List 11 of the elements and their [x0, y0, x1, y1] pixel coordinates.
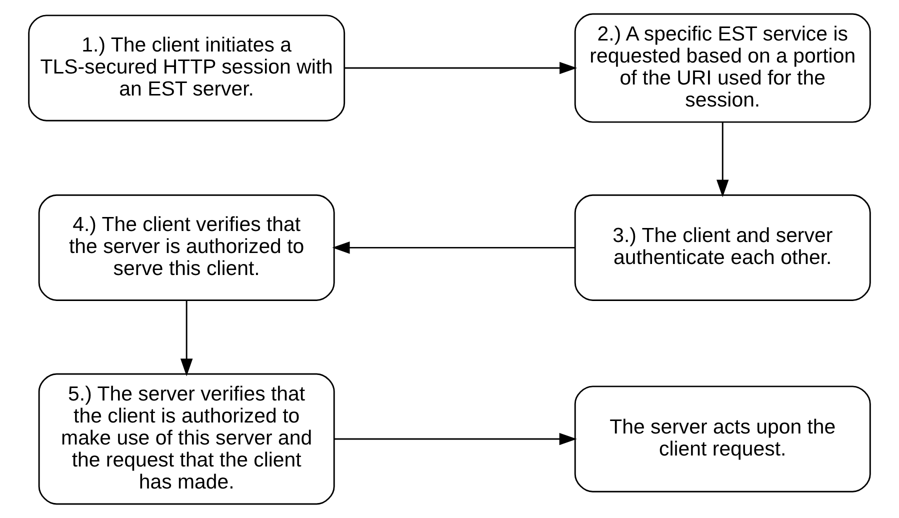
node-box: 1.) The client initiates a TLS-secured HTTP session with an EST server.: [28, 14, 346, 122]
arrow: [180, 300, 193, 376]
arrow: [332, 242, 575, 254]
node-box: 5.) The server verifies that the client is authorized to make use of this server and the request that the client has made.: [38, 373, 335, 505]
arrow: [334, 432, 577, 446]
node-box: 2.) A specific EST service is requested based on a portion of the URI used for the session.: [574, 13, 871, 123]
node-box: 4.) The client verifies that the server is authorized to serve this client.: [38, 194, 335, 301]
node-box: The server acts upon the client request.: [574, 386, 871, 492]
arrow: [344, 62, 578, 74]
arrow: [716, 122, 729, 198]
node-box: 3.) The client and server authenticate each other.: [574, 194, 871, 301]
